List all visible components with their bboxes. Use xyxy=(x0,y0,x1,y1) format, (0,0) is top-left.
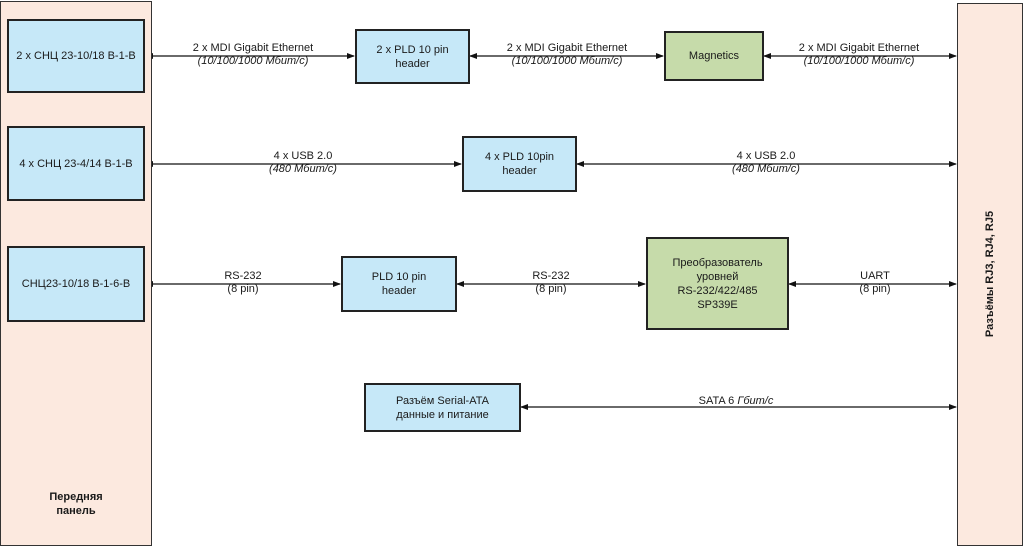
block-rs-header: PLD 10 pin header xyxy=(341,256,457,312)
link-label-rs2: RS-232 (8 pin) xyxy=(521,270,581,296)
link-label-usb1-line2: (480 Мбит/с) xyxy=(269,163,337,175)
link-label-usb1: 4 x USB 2.0 (480 Мбит/с) xyxy=(243,150,363,176)
link-label-eth3-line2: (10/100/1000 Мбит/с) xyxy=(803,55,915,67)
link-label-uart: UART (8 pin) xyxy=(845,270,905,296)
link-label-rs1-line1: RS-232 xyxy=(224,270,262,282)
front-connector-usb-label: 4 x СНЦ 23-4/14 В-1-В xyxy=(19,157,133,170)
front-connector-usb: 4 x СНЦ 23-4/14 В-1-В xyxy=(7,126,145,201)
block-converter-line4: SP339E xyxy=(697,298,738,311)
block-eth-header: 2 x PLD 10 pin header xyxy=(355,29,470,84)
front-connector-ethernet-label: 2 x СНЦ 23-10/18 В-1-В xyxy=(16,50,136,62)
rear-connectors-label-wrap: Разъёмы RJ3, RJ4, RJ5 xyxy=(957,0,1023,547)
link-label-eth1-line1: 2 x MDI Gigabit Ethernet xyxy=(192,42,314,54)
link-label-usb2: 4 x USB 2.0 (480 Мбит/с) xyxy=(706,150,826,176)
link-label-eth2-line1: 2 x MDI Gigabit Ethernet xyxy=(506,42,628,54)
link-label-eth3-line1: 2 x MDI Gigabit Ethernet xyxy=(798,42,920,54)
block-rs-header-line1: PLD 10 pin xyxy=(371,271,427,283)
link-label-sata-unit: Гбит/с xyxy=(737,395,774,407)
block-rs-header-line2: header xyxy=(381,285,417,297)
link-label-rs2-line2: (8 pin) xyxy=(535,283,567,295)
link-label-eth1-line2: (10/100/1000 Мбит/с) xyxy=(197,55,309,67)
block-eth-header-line2: header xyxy=(395,57,430,70)
block-magnetics: Magnetics xyxy=(664,31,764,81)
block-converter-line1: Преобразователь xyxy=(672,256,763,269)
link-label-rs2-line1: RS-232 xyxy=(532,270,570,282)
link-label-sata-text: SATA 6 xyxy=(698,395,738,407)
link-label-uart-line1: UART xyxy=(860,270,890,282)
block-magnetics-line1: Magnetics xyxy=(688,50,740,62)
link-label-rs1-line2: (8 pin) xyxy=(227,283,259,295)
front-connector-rs232: СНЦ23-10/18 В-1-6-В xyxy=(7,246,145,322)
block-usb-header: 4 x PLD 10pin header xyxy=(462,136,577,192)
link-label-usb2-line1: 4 x USB 2.0 xyxy=(736,150,796,162)
rear-connectors-panel xyxy=(957,3,1023,546)
front-connector-ethernet: 2 x СНЦ 23-10/18 В-1-В xyxy=(7,19,145,93)
link-label-usb2-line2: (480 Мбит/с) xyxy=(732,163,800,175)
block-sata-line1: Разъём Serial-ATA xyxy=(396,394,489,407)
block-converter: Преобразователь уровней RS-232/422/485 S… xyxy=(646,237,789,330)
link-label-eth2: 2 x MDI Gigabit Ethernet (10/100/1000 Мб… xyxy=(482,42,652,68)
link-label-uart-line2: (8 pin) xyxy=(859,283,891,295)
block-converter-line3: RS-232/422/485 xyxy=(677,284,758,297)
rear-connectors-label: Разъёмы RJ3, RJ4, RJ5 xyxy=(984,210,996,337)
link-label-eth2-line2: (10/100/1000 Мбит/с) xyxy=(511,55,623,67)
block-usb-header-line2: header xyxy=(502,165,537,177)
front-panel-label-line2: панель xyxy=(56,505,96,517)
link-label-rs1: RS-232 (8 pin) xyxy=(213,270,273,296)
link-label-usb1-line1: 4 x USB 2.0 xyxy=(273,150,333,162)
front-connector-rs232-label: СНЦ23-10/18 В-1-6-В xyxy=(21,278,131,290)
block-sata: Разъём Serial-ATA данные и питание xyxy=(364,383,521,432)
block-eth-header-line1: 2 x PLD 10 pin xyxy=(376,43,449,56)
block-converter-line2: уровней xyxy=(696,270,739,283)
front-panel-label: Передняя панель xyxy=(0,490,152,518)
block-sata-line2: данные и питание xyxy=(396,408,489,421)
front-panel-label-line1: Передняя xyxy=(49,491,103,503)
link-label-sata: SATA 6 Гбит/с xyxy=(676,395,796,408)
link-label-eth1: 2 x MDI Gigabit Ethernet (10/100/1000 Мб… xyxy=(168,42,338,68)
link-label-eth3: 2 x MDI Gigabit Ethernet (10/100/1000 Мб… xyxy=(774,42,944,68)
block-usb-header-line1: 4 x PLD 10pin xyxy=(484,151,555,163)
